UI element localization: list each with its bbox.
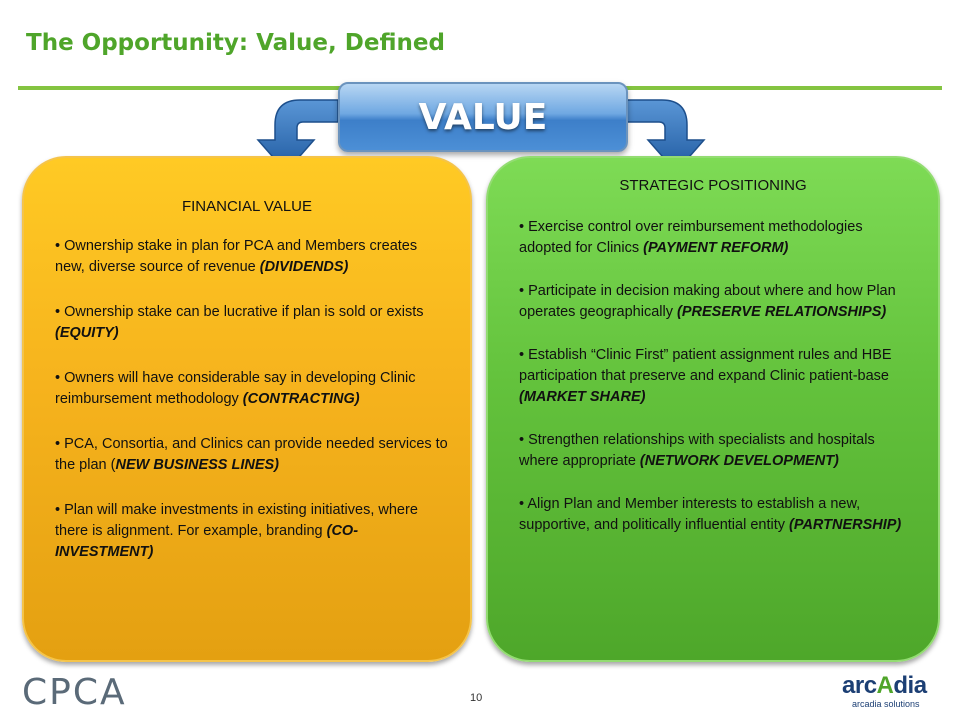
item-text: PCA, Consortia, and Clinics can provide … xyxy=(55,436,448,473)
strategic-positioning-title: STRATEGIC POSITIONING xyxy=(619,177,807,194)
item-tag: (PRESERVE RELATIONSHIPS) xyxy=(677,304,887,320)
strategic-positioning-panel: STRATEGIC POSITIONING • Exercise control… xyxy=(486,156,940,662)
list-item: • Exercise control over reimbursement me… xyxy=(519,219,863,256)
item-tag: (MARKET SHARE) xyxy=(519,389,646,405)
arcadia-wordmark-part1: arc xyxy=(842,672,877,699)
arcadia-wordmark-part2: A xyxy=(876,672,894,699)
arcadia-logo: arcAdia arcadia solutions xyxy=(838,672,948,712)
item-text: Participate in decision making about whe… xyxy=(519,283,896,320)
item-text: Ownership stake can be lucrative if plan… xyxy=(64,304,424,320)
list-item: • PCA, Consortia, and Clinics can provid… xyxy=(55,436,448,473)
item-text: Strengthen relationships with specialist… xyxy=(519,432,875,469)
list-item: • Owners will have considerable say in d… xyxy=(55,370,416,407)
list-item: • Ownership stake can be lucrative if pl… xyxy=(55,304,424,341)
item-text: Exercise control over reimbursement meth… xyxy=(519,219,863,256)
item-tag: (CO-INVESTMENT) xyxy=(55,523,359,560)
item-text: Owners will have considerable say in dev… xyxy=(55,370,416,407)
item-tag: (DIVIDENDS) xyxy=(259,259,349,275)
item-tag: (CONTRACTING) xyxy=(242,391,360,407)
list-item: • Plan will make investments in existing… xyxy=(55,502,418,560)
list-item: • Establish “Clinic First” patient assig… xyxy=(519,347,892,405)
item-text: Ownership stake in plan for PCA and Memb… xyxy=(55,238,418,275)
list-item: • Ownership stake in plan for PCA and Me… xyxy=(55,238,418,275)
financial-value-title: FINANCIAL VALUE xyxy=(181,198,313,215)
cpca-logo: CPCA xyxy=(22,672,127,713)
arcadia-wordmark: arcAdia xyxy=(842,672,927,700)
item-tag: (NETWORK DEVELOPMENT) xyxy=(639,453,839,469)
arcadia-wordmark-part3: dia xyxy=(893,672,927,699)
item-tag: (PAYMENT REFORM) xyxy=(643,240,789,256)
list-item: • Strengthen relationships with speciali… xyxy=(519,432,875,469)
item-text: Establish “Clinic First” patient assignm… xyxy=(519,347,892,384)
financial-value-panel: FINANCIAL VALUE • Ownership stake in pla… xyxy=(22,156,472,662)
item-text: Align Plan and Member interests to estab… xyxy=(519,496,861,533)
list-item: • Align Plan and Member interests to est… xyxy=(519,496,902,533)
arcadia-tagline: arcadia solutions xyxy=(852,699,920,709)
item-tag: (EQUITY) xyxy=(55,325,119,341)
item-tag: (PARTNERSHIP) xyxy=(789,517,902,533)
value-button: VALUE xyxy=(338,82,628,152)
value-button-label: VALUE xyxy=(418,96,548,138)
list-item: • Participate in decision making about w… xyxy=(519,283,896,320)
page-title: The Opportunity: Value, Defined xyxy=(26,30,445,56)
page-number: 10 xyxy=(470,692,483,704)
strategic-positioning-list: • Exercise control over reimbursement me… xyxy=(519,217,914,536)
financial-value-list: • Ownership stake in plan for PCA and Me… xyxy=(55,236,448,563)
item-text: Plan will make investments in existing i… xyxy=(55,502,418,539)
item-tag: NEW BUSINESS LINES) xyxy=(115,457,280,473)
